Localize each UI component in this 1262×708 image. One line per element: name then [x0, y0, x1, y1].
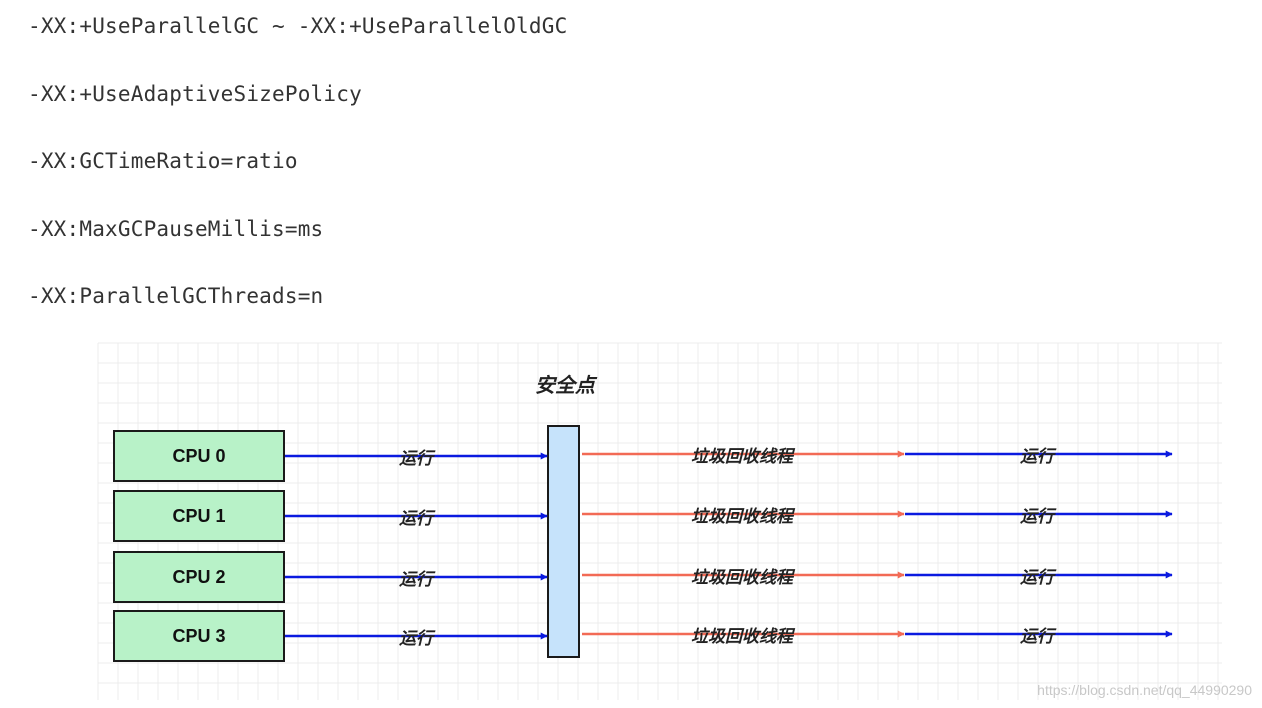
- cpu-row-0: CPU 0 运行 垃圾回收线程 运行: [113, 430, 1173, 482]
- cpu-box: [113, 430, 285, 482]
- run-label: 运行: [399, 509, 436, 529]
- flag-max-gc-pause-millis: -XX:MaxGCPauseMillis=ms: [28, 217, 324, 241]
- cpu-row-2: CPU 2 运行 垃圾回收线程 运行: [113, 551, 1173, 603]
- gc-label: 垃圾回收线程: [691, 627, 796, 647]
- gc-label: 垃圾回收线程: [691, 568, 796, 588]
- cpu-label: CPU 2: [172, 567, 225, 587]
- safepoint-title: 安全点: [535, 373, 598, 397]
- cpu-box: [113, 551, 285, 603]
- safepoint-bar: [547, 425, 580, 658]
- gc-label: 垃圾回收线程: [691, 507, 796, 527]
- gc-label: 垃圾回收线程: [691, 447, 796, 467]
- cpu-label: CPU 1: [172, 506, 225, 526]
- flag-adaptive-size-policy: -XX:+UseAdaptiveSizePolicy: [28, 82, 362, 106]
- resume-label: 运行: [1020, 447, 1057, 467]
- cpu-box: [113, 490, 285, 542]
- flag-gc-time-ratio: -XX:GCTimeRatio=ratio: [28, 149, 298, 173]
- cpu-label: CPU 0: [172, 446, 225, 466]
- flag-parallel-gc-threads: -XX:ParallelGCThreads=n: [28, 284, 324, 308]
- watermark: https://blog.csdn.net/qq_44990290: [1037, 682, 1252, 698]
- run-label: 运行: [399, 629, 436, 649]
- flag-list: -XX:+UseParallelGC ~ -XX:+UseParallelOld…: [0, 0, 1262, 330]
- run-label: 运行: [399, 570, 436, 590]
- cpu-row-3: CPU 3 运行 垃圾回收线程 运行: [113, 610, 1173, 662]
- resume-label: 运行: [1020, 627, 1057, 647]
- resume-label: 运行: [1020, 568, 1057, 588]
- flag-parallel-gc: -XX:+UseParallelGC ~ -XX:+UseParallelOld…: [28, 14, 568, 38]
- run-label: 运行: [399, 449, 436, 469]
- cpu-label: CPU 3: [172, 626, 225, 646]
- resume-label: 运行: [1020, 507, 1057, 527]
- cpu-row-1: CPU 1 运行 垃圾回收线程 运行: [113, 490, 1173, 542]
- cpu-box: [113, 610, 285, 662]
